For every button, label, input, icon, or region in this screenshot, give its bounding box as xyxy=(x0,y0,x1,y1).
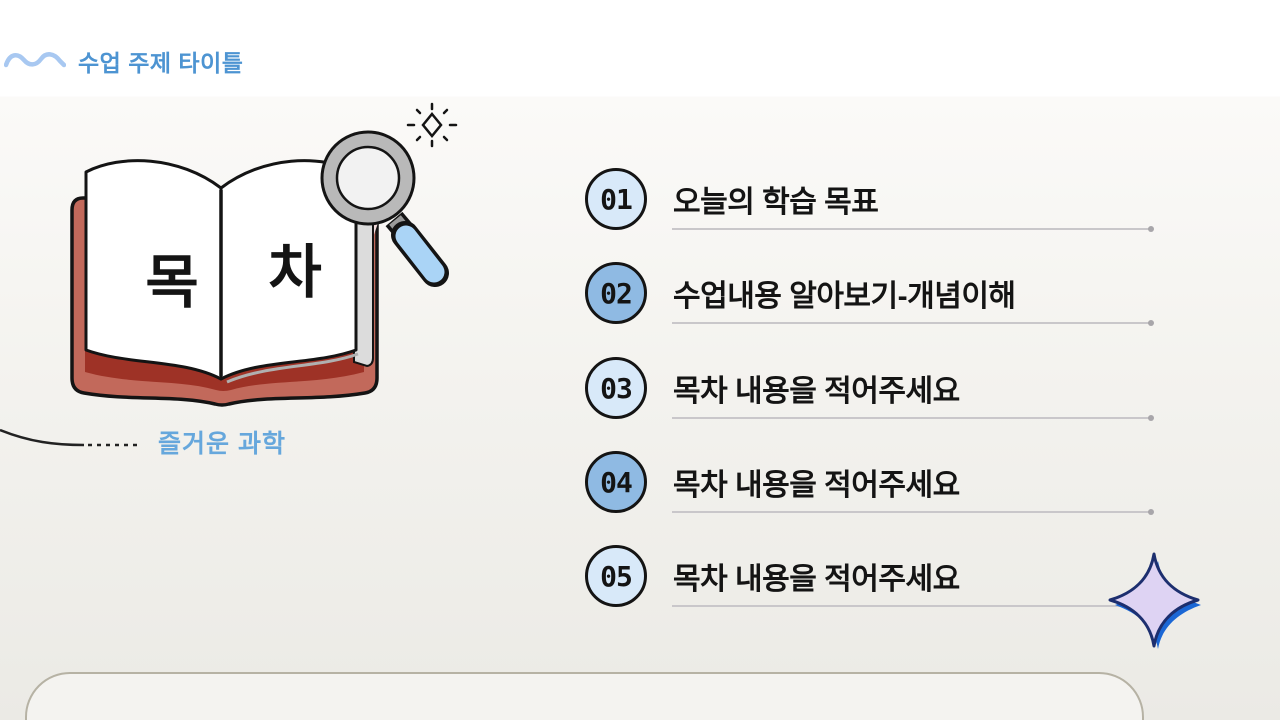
toc-label-4[interactable]: 목차 내용을 적어주세요 xyxy=(673,469,960,502)
sparkle-diamond-icon xyxy=(406,102,458,148)
toc-item-1[interactable]: 01 오늘의 학습 목표 xyxy=(585,165,1154,233)
toc-number-5: 05 xyxy=(600,559,633,593)
toc-item-2[interactable]: 02 수업내용 알아보기-개념이해 xyxy=(585,259,1154,327)
four-point-star-icon xyxy=(1104,552,1204,656)
toc-underline-2 xyxy=(672,320,1154,326)
open-book-icon: 목 차 xyxy=(70,102,458,407)
toc-underline-1 xyxy=(672,226,1154,232)
toc-number-badge-2: 02 xyxy=(585,262,647,324)
wave-squiggle-icon xyxy=(4,52,66,68)
page-shadow xyxy=(226,352,359,384)
underline-end-dot xyxy=(1148,415,1154,421)
toc-number-2: 02 xyxy=(600,276,633,310)
star-body xyxy=(1108,552,1200,648)
toc-number-1: 01 xyxy=(600,182,633,216)
toc-label-5[interactable]: 목차 내용을 적어주세요 xyxy=(673,563,960,596)
toc-label-2[interactable]: 수업내용 알아보기-개념이해 xyxy=(673,280,1016,313)
toc-number-4: 04 xyxy=(600,465,633,499)
toc-item-3[interactable]: 03 목차 내용을 적어주세요 xyxy=(585,354,1154,422)
toc-item-4[interactable]: 04 목차 내용을 적어주세요 xyxy=(585,448,1154,516)
toc-number-badge-3: 03 xyxy=(585,357,647,419)
book-left-char[interactable]: 목 xyxy=(145,248,198,316)
caption-leader-line xyxy=(0,428,140,447)
underline-end-dot xyxy=(1148,320,1154,326)
underline-end-dot xyxy=(1148,509,1154,515)
underline-end-dot xyxy=(1148,226,1154,232)
toc-number-badge-4: 04 xyxy=(585,451,647,513)
toc-number-3: 03 xyxy=(600,371,633,405)
toc-underline-4 xyxy=(672,509,1154,515)
toc-number-badge-1: 01 xyxy=(585,168,647,230)
toc-underline-3 xyxy=(672,415,1154,421)
book-illustration: 목 차 xyxy=(55,98,465,428)
toc-item-5[interactable]: 05 목차 내용을 적어주세요 xyxy=(585,542,1154,610)
toc-number-badge-5: 05 xyxy=(585,545,647,607)
bottom-content-panel xyxy=(25,672,1144,720)
slide-header: 수업 주제 타이틀 xyxy=(4,44,243,78)
slide-topic-title[interactable]: 수업 주제 타이틀 xyxy=(78,50,244,76)
toc-label-1[interactable]: 오늘의 학습 목표 xyxy=(673,186,879,219)
book-caption[interactable]: 즐거운 과학 xyxy=(158,430,286,458)
toc-underline-5 xyxy=(672,603,1154,609)
book-right-char[interactable]: 차 xyxy=(268,238,321,306)
toc-label-3[interactable]: 목차 내용을 적어주세요 xyxy=(673,375,960,408)
magnifier-lens xyxy=(335,145,401,211)
magnifier-handle xyxy=(395,225,445,283)
